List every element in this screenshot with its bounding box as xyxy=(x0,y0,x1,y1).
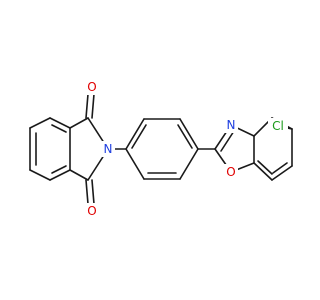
atom-label-oxygen: O xyxy=(87,80,96,94)
bond xyxy=(91,179,95,205)
bond xyxy=(29,117,51,129)
bond xyxy=(49,169,71,181)
bond xyxy=(271,165,293,181)
bond xyxy=(85,93,89,119)
bond xyxy=(125,118,145,150)
bond xyxy=(69,169,89,181)
atom-o-carbonyl-bottom: O xyxy=(85,203,99,219)
bond xyxy=(131,124,147,149)
bonds xyxy=(29,93,293,205)
atom-n-oxazole: N xyxy=(224,117,238,133)
atom-label-chlorine: Cl xyxy=(272,119,284,133)
bond xyxy=(257,160,273,175)
bond xyxy=(272,162,288,174)
bond xyxy=(177,124,193,149)
bond xyxy=(253,162,273,181)
bond xyxy=(179,118,199,150)
atom-n-imide: N xyxy=(101,141,115,157)
bond xyxy=(51,165,67,174)
atom-label-background xyxy=(85,79,99,95)
atom-label-background xyxy=(224,117,238,133)
atom-o-oxazole: O xyxy=(224,164,238,180)
atom-labels: O O N N O Cl xyxy=(85,79,288,219)
atom-label-background xyxy=(224,164,238,180)
molecule-structure: O O N N O Cl xyxy=(29,79,293,219)
bond xyxy=(125,148,145,180)
bond xyxy=(51,124,67,133)
bond xyxy=(179,148,199,180)
atom-label-background xyxy=(101,141,115,157)
atom-label-background xyxy=(85,203,99,219)
bond xyxy=(29,169,51,181)
bond xyxy=(91,93,95,119)
atom-label-nitrogen: N xyxy=(227,118,236,132)
bond xyxy=(69,117,89,129)
atom-label-background xyxy=(268,118,288,134)
bond xyxy=(49,117,71,129)
atom-label-oxygen: O xyxy=(87,204,96,218)
atom-cl: Cl xyxy=(268,118,288,134)
atom-label-oxygen: O xyxy=(226,165,235,179)
atom-o-carbonyl-top: O xyxy=(85,79,99,95)
atom-label-nitrogen: N xyxy=(104,142,113,156)
bond xyxy=(220,130,235,152)
bond xyxy=(85,179,89,205)
molecule-canvas: O O N N O Cl xyxy=(29,79,293,219)
